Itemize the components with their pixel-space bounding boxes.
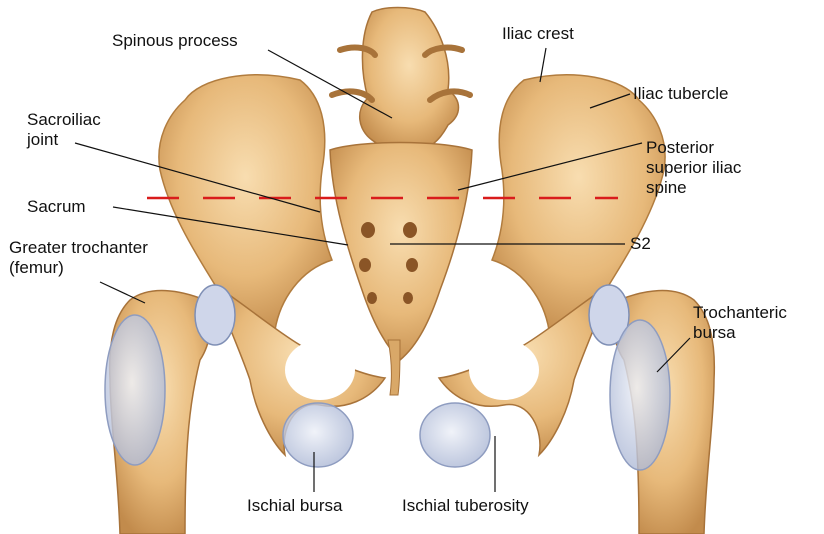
label-trochanteric-bursa: Trochanteric bursa (693, 303, 803, 343)
sacrum (330, 143, 472, 361)
right-trochanteric-bursa (610, 320, 670, 470)
label-ischial-bursa: Ischial bursa (247, 496, 342, 516)
label-sacroiliac-joint: Sacroiliac joint (27, 110, 127, 150)
label-greater-trochanter: Greater trochanter (femur) (9, 238, 189, 278)
label-s2: S2 (630, 234, 651, 254)
left-trochanteric-bursa (105, 315, 165, 465)
lumbar-spine (360, 8, 459, 153)
left-ilium (159, 75, 332, 330)
right-ilium (492, 75, 665, 330)
label-psis: Posterior superior iliac spine (646, 138, 756, 198)
label-iliac-tubercle: Iliac tubercle (633, 84, 728, 104)
label-iliac-crest: Iliac crest (502, 24, 574, 44)
label-sacrum: Sacrum (27, 197, 86, 217)
left-ischial-bursa (283, 403, 353, 467)
label-ischial-tuberosity: Ischial tuberosity (402, 496, 529, 516)
label-spinous-process: Spinous process (112, 31, 238, 51)
leader-greater-trochanter (100, 282, 145, 303)
right-ischial-bursa (420, 403, 490, 467)
